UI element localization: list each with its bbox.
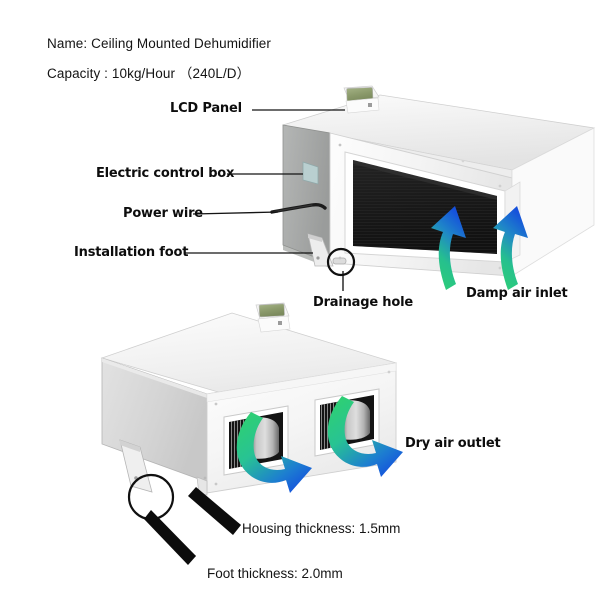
product-capacity-line: Capacity : 10kg/Hour （240L/D） [47,66,251,81]
dry-air-outlet-arrows [236,396,403,493]
bottom-unit-installation-foot [119,439,153,493]
screw [387,370,391,374]
screw [214,402,218,406]
callout-label-lcd-panel: LCD Panel [170,101,242,116]
screw [498,266,502,270]
housing-thickness-arrow [188,487,241,535]
top-unit-foot-top [308,234,322,242]
screw [203,476,207,480]
bottom-unit-group [100,302,403,496]
callout-label-installation-foot: Installation foot [74,245,189,260]
bottom-unit-lcd-panel [255,302,291,333]
top-unit-foot-bolt [316,256,320,260]
damp-air-inlet-arrows [431,206,528,290]
housing-thickness-arrowhead [231,518,241,530]
screw [214,482,218,486]
lcd-button-2 [278,321,282,325]
screw [338,143,342,147]
lcd-button-strip-2 [257,315,291,333]
top-unit-lcd-panel [343,85,380,114]
screw [498,184,502,188]
screw [461,159,465,163]
product-name-line: Name: Ceiling Mounted Dehumidifier [47,36,272,51]
callout-label-power-wire: Power wire [123,206,203,221]
top-unit-power-wire-highlight [271,204,313,213]
callout-label-housing-thickness: Housing thickness: 1.5mm [242,521,401,536]
screw [338,256,342,260]
dry-air-arrow-1 [236,412,312,493]
callout-label-dry-air-outlet: Dry air outlet [405,436,501,451]
damp-air-arrow-2 [493,206,528,290]
callout-label-foot-thickness: Foot thickness: 2.0mm [207,566,343,581]
foot-thickness-arrow [144,510,196,565]
callout-label-drainage-hole: Drainage hole [313,295,413,310]
damp-air-arrow-1 [431,206,466,290]
callout-label-damp-air-inlet: Damp air inlet [466,286,568,301]
callout-leader-lines [185,109,345,291]
dry-air-arrow-2 [327,396,403,477]
foot-thickness-arrowhead [186,549,196,561]
lcd-screen-2 [258,303,285,318]
top-unit-filter-top-edge [353,160,497,200]
lcd-button [368,103,372,107]
drainage-hole-highlight-circle [326,247,356,277]
bottom-unit-foot-top [120,440,140,452]
lcd-button-strip [345,97,380,114]
top-unit-group [270,85,596,290]
callout-label-electric-control-box: Electric control box [96,166,235,181]
bottom-unit-front-rim [206,362,397,403]
leader-power-wire [192,211,279,215]
